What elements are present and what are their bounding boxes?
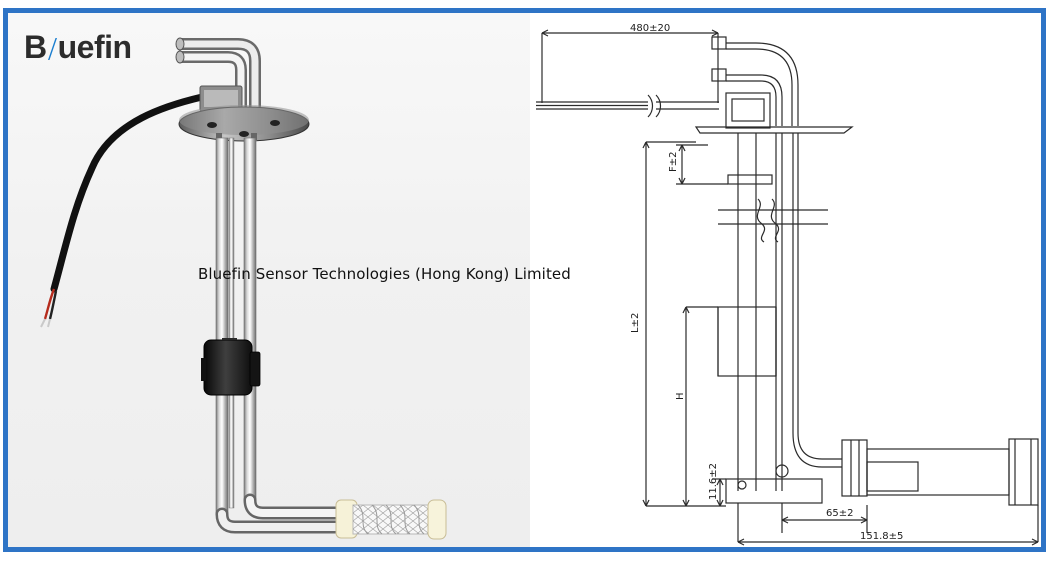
left-tube	[215, 137, 229, 516]
total-length-label: L±2	[630, 313, 641, 333]
logo-suffix: uefin	[57, 29, 132, 65]
filter-cartridge	[335, 499, 447, 540]
dimension-drawing: 480±20 F±2 L±2 H 11.6±2 65±2 151.8±5	[536, 23, 1039, 546]
right-tube	[243, 137, 257, 502]
logo-prefix: B	[24, 29, 47, 65]
drawing-lines	[536, 29, 1039, 546]
flange-distance-label: F±2	[668, 152, 679, 173]
float	[201, 338, 261, 396]
float-height-label: H	[675, 392, 686, 400]
cable-length-label: 480±20	[630, 23, 670, 34]
bottom-tube-bend	[215, 493, 353, 534]
top-tube-bends	[175, 37, 261, 125]
float-offset-label: 11.6±2	[708, 463, 719, 500]
mounting-flange	[178, 105, 310, 142]
logo-slash-icon	[47, 38, 57, 60]
company-caption: Bluefin Sensor Technologies (Hong Kong) …	[198, 265, 571, 283]
cable	[40, 93, 206, 328]
technical-drawing-panel: 480±20 F±2 L±2 H 11.6±2 65±2 151.8±5	[530, 13, 1041, 547]
sender-photo-illustration	[40, 37, 447, 540]
bottom-length-label: 151.8±5	[860, 531, 903, 542]
horizontal-offset-label: 65±2	[826, 508, 853, 519]
